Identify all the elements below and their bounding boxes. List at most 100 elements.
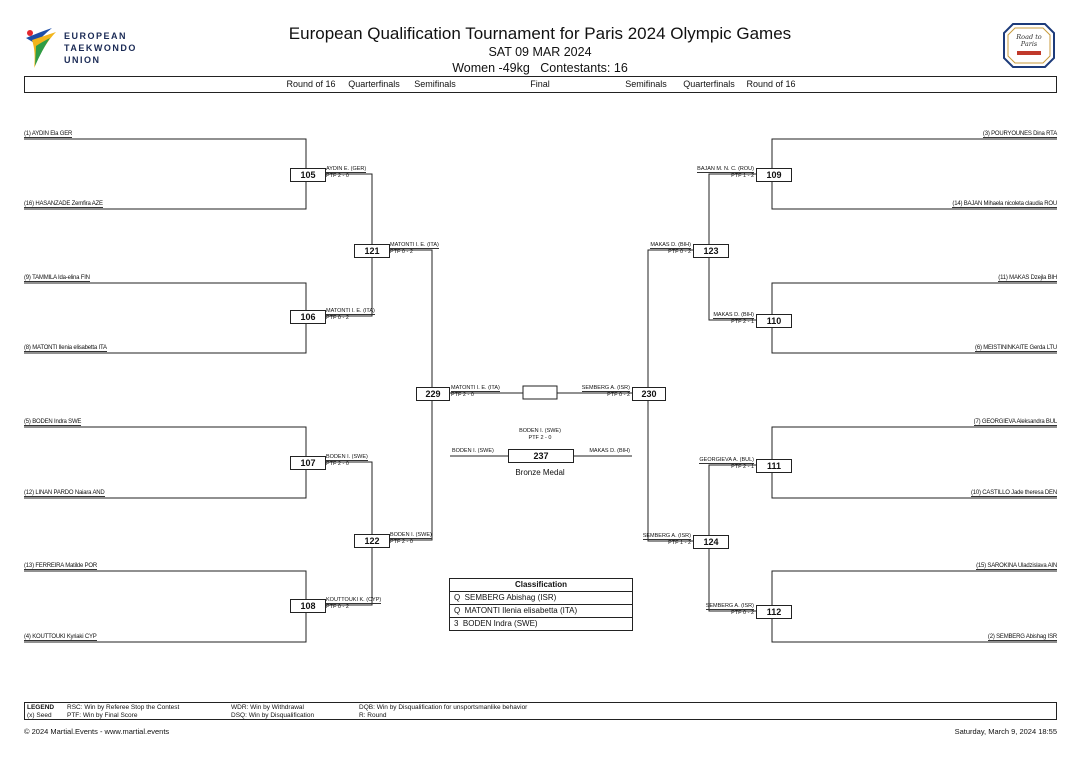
match-number[interactable]: 237 [508, 449, 574, 463]
winner-name: SEMBERG A. (ISR) [705, 603, 754, 610]
athlete-entry: (1) AYDIN Ela GER [24, 131, 73, 138]
round-label: Round of 16 [746, 79, 796, 89]
athlete-name: (16) HASANZADE Zemfira AZE [24, 201, 103, 208]
match-result: KOUTTOUKI K. (CYP)PTF 0 - 2 [326, 597, 382, 611]
match-number[interactable]: 110 [756, 314, 792, 328]
classification-row: Q MATONTI Ilenia elisabetta (ITA) [450, 605, 632, 618]
legend-title: LEGEND [27, 704, 55, 711]
match-number[interactable]: 123 [693, 244, 729, 258]
match-result: MATONTI I. E. (ITA)PTF 2 - 0 [451, 385, 500, 399]
match-result: MATONTI I. E. (ITA)PTF 0 - 2 [326, 308, 375, 322]
match-number[interactable]: 111 [756, 459, 792, 473]
athlete-name: (12) LINAN PARDO Naiara AND [24, 490, 105, 497]
bronze-medal-label: Bronze Medal [515, 468, 565, 477]
page-title: European Qualification Tournament for Pa… [288, 24, 792, 43]
score: PTF 2 - 0 [390, 539, 413, 545]
round-label: Semifinals [414, 79, 456, 89]
match-number[interactable]: 106 [290, 310, 326, 324]
match-result: AYDIN E. (GER)PTF 2 - 0 [326, 166, 367, 180]
athlete-name: (10) CASTILLO Jade theresa DEN [970, 490, 1057, 497]
athlete-name: (11) MAKAS Dzejla BIH [998, 275, 1057, 282]
legend-item: DQB: Win by Disqualification for unsport… [359, 704, 528, 711]
score: PTF 0 - 2 [668, 249, 691, 255]
match-number[interactable]: 122 [354, 534, 390, 548]
match-result: SEMBERG A. (ISR)PTF 0 - 2 [581, 385, 630, 399]
match-number[interactable]: 105 [290, 168, 326, 182]
score: PTF 0 - 2 [390, 249, 413, 255]
classification-row: Q SEMBERG Abishag (ISR) [450, 592, 632, 605]
winner-name: BODEN I. (SWE) [519, 428, 561, 434]
legend-item: (x) Seed [27, 712, 52, 719]
athlete-entry: (16) HASANZADE Zemfira AZE [24, 201, 103, 208]
score: PTF 0 - 2 [326, 604, 349, 610]
score: PTF 2 - 1 [731, 464, 754, 470]
score: PTF 0 - 2 [731, 610, 754, 616]
match-result: GEORGIEVA A. (BUL)PTF 2 - 1 [699, 457, 754, 471]
winner-name: MAKAS D. (BIH) [713, 312, 754, 319]
match-number[interactable]: 124 [693, 535, 729, 549]
bronze-result: BODEN I. (SWE)PTF 2 - 0 [490, 428, 590, 442]
round-label: Quarterfinals [348, 79, 400, 89]
athlete-name: (2) SEMBERG Abishag ISR [987, 634, 1057, 641]
athlete-name: (13) FERREIRA Matilde POR [24, 563, 98, 570]
match-number[interactable]: 121 [354, 244, 390, 258]
athlete-entry: (9) TAMMILA Ida-elina FIN [24, 275, 90, 282]
round-label: Semifinals [625, 79, 667, 89]
winner-name: MATONTI I. E. (ITA) [326, 308, 375, 315]
athlete-entry: (10) CASTILLO Jade theresa DEN [970, 490, 1057, 497]
match-result: SEMBERG A. (ISR)PTF 0 - 2 [705, 603, 754, 617]
legend-box: LEGEND RSC: Win by Referee Stop the Cont… [24, 702, 1057, 720]
score: PTF 2 - 0 [451, 392, 474, 398]
athlete-entry: (4) KOUTTOUKI Kyriaki CYP [24, 634, 97, 641]
match-number[interactable]: 107 [290, 456, 326, 470]
athlete-name: (7) GEORGIEVA Aleksandra BUL [973, 419, 1057, 426]
logo-text-3: UNION [64, 55, 101, 65]
match-result: BAJAN M. N. C. (ROU)PTF 1 - 2 [697, 166, 754, 180]
final-result-box [522, 385, 558, 400]
athlete-entry: (12) LINAN PARDO Naiara AND [24, 490, 105, 497]
logo-text-2: TAEKWONDO [64, 43, 137, 53]
logo-swoosh-icon [26, 28, 56, 68]
winner-name: SEMBERG A. (ISR) [642, 533, 691, 540]
division-info: Women -49kg Contestants: 16 [452, 61, 628, 75]
classification-table: Classification Q SEMBERG Abishag (ISR) Q… [449, 578, 633, 631]
round-header-bar: Round of 16 Quarterfinals Semifinals Fin… [24, 76, 1057, 93]
bronze-right-athlete: MAKAS D. (BIH) [589, 448, 630, 454]
round-label: Final [530, 79, 550, 89]
match-number[interactable]: 109 [756, 168, 792, 182]
match-number[interactable]: 112 [756, 605, 792, 619]
score: PTF 2 - 1 [731, 319, 754, 325]
score: PTF 1 - 2 [668, 540, 691, 546]
score: PTF 2 - 0 [326, 173, 349, 179]
footer-timestamp: Saturday, March 9, 2024 18:55 [954, 727, 1057, 736]
match-result: MAKAS D. (BIH)PTF 0 - 2 [650, 242, 691, 256]
match-number[interactable]: 229 [416, 387, 450, 401]
footer-copyright: © 2024 Martial.Events - www.martial.even… [24, 727, 170, 736]
athlete-name: (4) KOUTTOUKI Kyriaki CYP [24, 634, 97, 641]
badge-text: Road to Paris [1016, 33, 1042, 48]
athlete-entry: (11) MAKAS Dzejla BIH [998, 275, 1057, 282]
match-result: MAKAS D. (BIH)PTF 2 - 1 [713, 312, 754, 326]
athlete-name: (9) TAMMILA Ida-elina FIN [24, 275, 90, 282]
etu-logo: EUROPEAN TAEKWONDO UNION [22, 24, 152, 70]
score: PTF 2 - 0 [528, 435, 552, 441]
match-number[interactable]: 230 [632, 387, 666, 401]
athlete-entry: (15) SAROKINA Uladzislava AIN [976, 563, 1057, 570]
match-number[interactable]: 108 [290, 599, 326, 613]
score: PTF 2 - 0 [326, 461, 349, 467]
winner-name: MAKAS D. (BIH) [650, 242, 691, 249]
event-date: SAT 09 MAR 2024 [488, 45, 592, 59]
athlete-name: (3) POURYOUNES Dina RTA [982, 131, 1057, 138]
match-result: SEMBERG A. (ISR)PTF 1 - 2 [642, 533, 691, 547]
legend-item: WDR: Win by Withdrawal [231, 704, 304, 711]
classification-row: 3 BODEN Indra (SWE) [454, 619, 538, 628]
athlete-name: (1) AYDIN Ela GER [24, 131, 73, 138]
athlete-entry: (8) MATONTI Ilenia elisabetta ITA [24, 345, 107, 352]
athlete-entry: (13) FERREIRA Matilde POR [24, 563, 98, 570]
match-result: BODEN I. (SWE)PTF 2 - 0 [390, 532, 432, 546]
athlete-entry: (14) BAJAN Mihaela nicoleta claudia ROU [952, 201, 1057, 208]
athlete-entry: (6) MEISTININKAITE Gerda LTU [975, 345, 1057, 352]
athlete-entry: (7) GEORGIEVA Aleksandra BUL [973, 419, 1057, 426]
athlete-name: (6) MEISTININKAITE Gerda LTU [975, 345, 1057, 352]
